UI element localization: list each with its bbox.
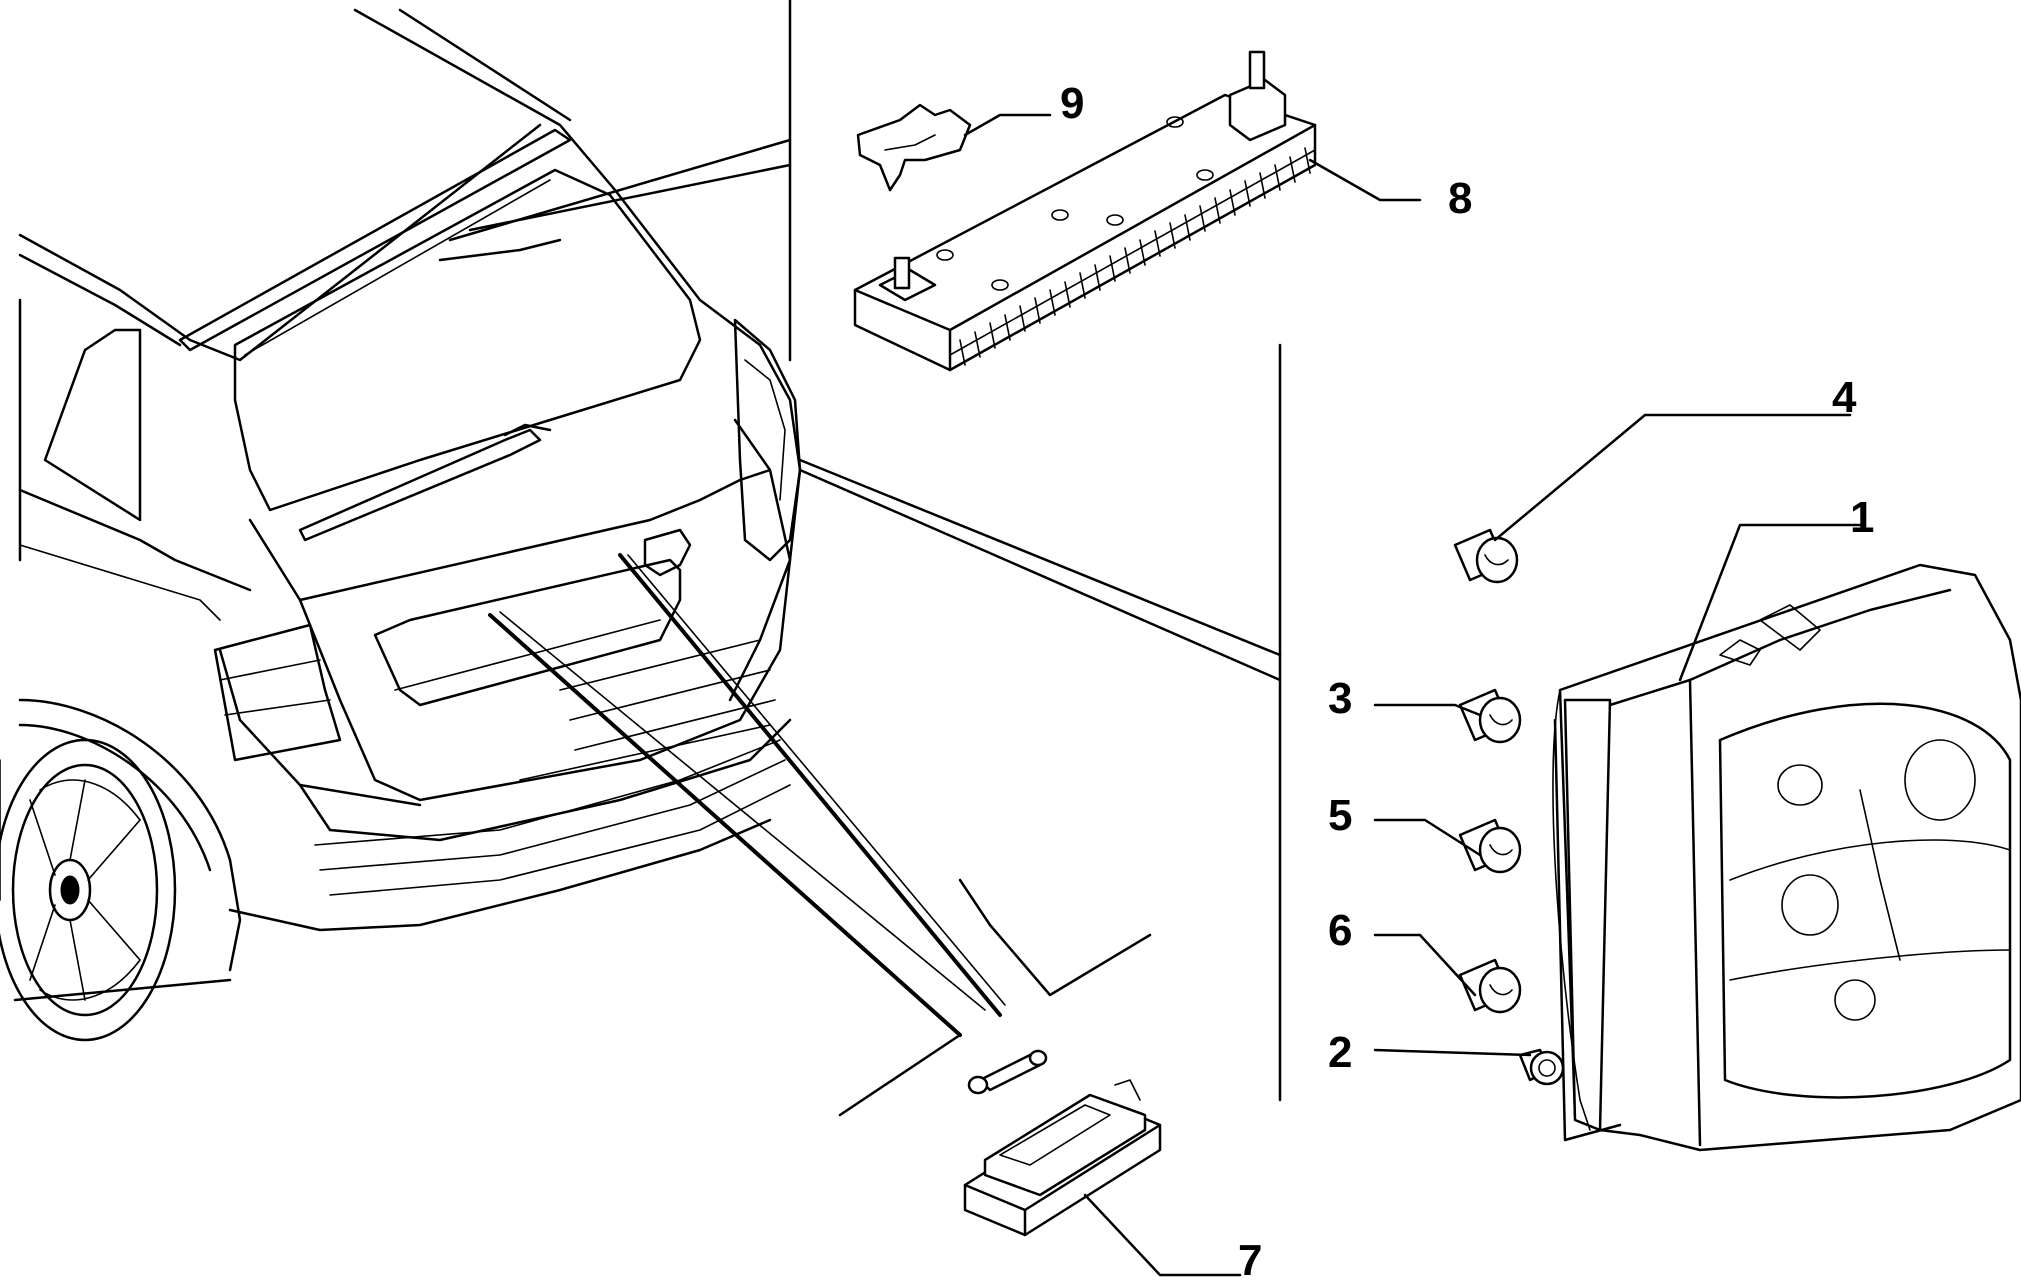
bulb-5 [1458, 818, 1522, 874]
callout-labels: 1 2 3 4 5 6 7 8 9 [1060, 79, 1874, 1283]
callout-7: 7 [1238, 1236, 1262, 1283]
callout-2: 2 [1328, 1028, 1352, 1077]
callout-3: 3 [1328, 674, 1352, 723]
bulb-4 [1453, 528, 1519, 584]
license-plate-lamp [963, 1049, 1162, 1237]
callout-4: 4 [1832, 373, 1857, 422]
tail-lamp-assembly [1552, 563, 2021, 1152]
callout-9: 9 [1060, 79, 1084, 128]
car-rear-illustration [0, 8, 802, 1042]
high-mounted-brake-light [853, 50, 1317, 372]
bulb-3 [1458, 688, 1522, 744]
callout-5: 5 [1328, 791, 1352, 840]
panel-divider-lines [448, 0, 1282, 1117]
leader-lines [963, 113, 1862, 1277]
bulb-6 [1458, 958, 1522, 1014]
retaining-clip [856, 103, 972, 192]
callout-8: 8 [1448, 174, 1472, 223]
callout-6: 6 [1328, 906, 1352, 955]
grommet-2 [1518, 1048, 1565, 1086]
callout-1: 1 [1850, 493, 1874, 542]
